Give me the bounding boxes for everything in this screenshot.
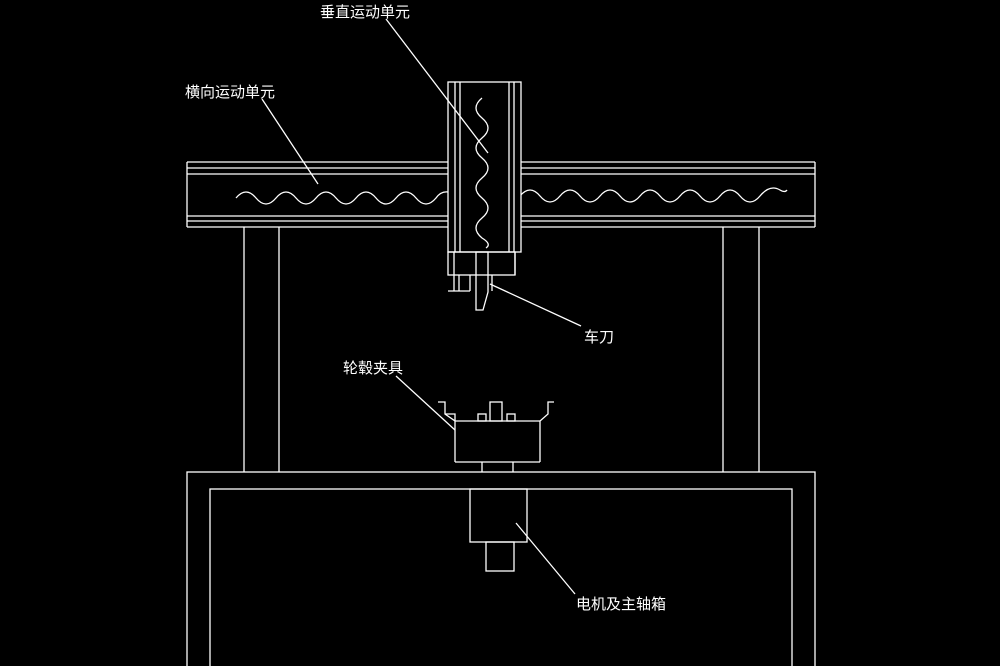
tool-holder — [447, 251, 516, 292]
spindle-shaft — [481, 462, 514, 472]
hub-fixture — [438, 401, 554, 463]
cutter-tool — [475, 251, 489, 311]
leader-vertical-unit — [385, 18, 489, 154]
vertical-unit-body — [447, 81, 522, 253]
label-motor-spindle: 电机及主轴箱 — [576, 595, 666, 613]
left-column — [243, 227, 280, 472]
motor-spindle-box — [469, 488, 528, 572]
base-table — [186, 471, 816, 666]
label-horizontal-unit: 横向运动单元 — [185, 83, 275, 101]
leader-horizontal-unit — [261, 98, 319, 185]
label-cutter: 车刀 — [584, 328, 614, 346]
horizontal-screw-left — [235, 191, 449, 205]
right-column — [722, 227, 760, 472]
leader-cutter — [489, 283, 582, 327]
vertical-screw — [475, 97, 489, 249]
leader-motor-spindle — [515, 522, 576, 595]
leader-hub-fixture — [395, 375, 456, 431]
label-hub-fixture: 轮毂夹具 — [343, 359, 403, 377]
label-vertical-unit: 垂直运动单元 — [320, 3, 410, 21]
horizontal-screw-right — [519, 187, 788, 203]
